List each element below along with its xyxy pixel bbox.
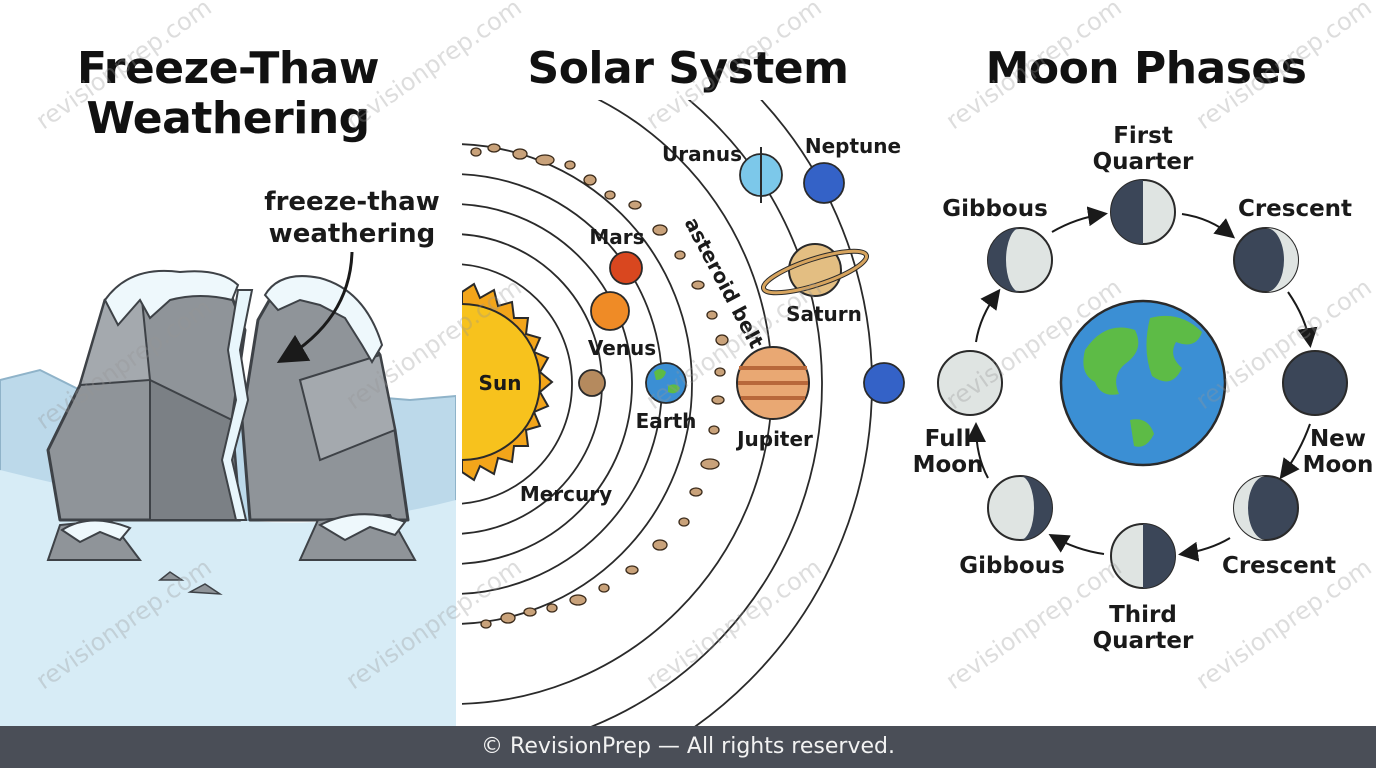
freeze-thaw-callout-line2: weathering [269,219,436,249]
outer-planet [863,362,905,404]
asteroid-belt [470,143,729,629]
snow-cap-left [103,269,240,327]
saturn [760,243,870,297]
first-quarter-label-1: First [1113,123,1173,149]
callout-arrow [276,251,354,364]
first-quarter-label-2: Quarter [1093,149,1194,175]
freeze-thaw-title-line2: Weathering [86,93,370,144]
full-moon-label-2: Moon [913,452,984,478]
sun: Sun [462,282,554,482]
new-moon-label-1: New [1310,426,1366,452]
waning-gibbous-label: Gibbous [959,553,1065,579]
diagram-canvas: freeze-thaw weathering [0,100,1374,726]
third-quarter-label-1: Third [1109,602,1177,628]
moon-third-quarter [1110,523,1176,589]
venus [590,291,630,331]
pebble [187,583,223,595]
new-moon-label-2: Moon [1303,452,1374,478]
third-quarter-label-2: Quarter [1093,628,1194,654]
freeze-thaw-panel: freeze-thaw weathering [0,187,456,726]
jupiter [736,346,810,420]
uranus-label: Uranus [662,142,742,166]
venus-label: Venus [588,336,656,360]
earth [645,362,687,404]
moon-full [937,350,1003,416]
waxing-gibbous-label: Gibbous [942,196,1048,222]
waning-crescent-label: Crescent [1222,553,1336,579]
uranus [739,147,783,203]
mercury-label: Mercury [520,482,612,506]
moon-cycle-arrows [966,206,1318,562]
rock-facet [298,353,397,462]
moon-phases-title: Moon Phases [985,43,1307,94]
moon-waxing-crescent [1233,227,1299,293]
moon-waning-crescent [1233,475,1299,541]
boulder-left-snow [60,519,132,544]
jupiter-label: Jupiter [735,427,813,451]
earth-land [654,369,680,394]
moon-new [1282,350,1348,416]
mars-label: Mars [589,225,644,249]
moon-waning-gibbous [987,475,1053,541]
saturn-label: Saturn [786,302,862,326]
freeze-thaw-title-line1: Freeze-Thaw [76,43,380,94]
neptune [803,162,845,204]
earth-label: Earth [636,409,697,433]
freeze-thaw-callout-line1: freeze-thaw [264,187,439,217]
mercury [578,369,606,397]
waxing-crescent-label: Crescent [1238,196,1352,222]
freeze-thaw-title: Freeze-Thaw Weathering [40,44,416,144]
moon-waxing-gibbous [987,227,1053,293]
mars [609,251,643,285]
moon-phases-panel: First Quarter Crescent New Moon Crescent… [913,123,1374,654]
earth-center [1059,299,1227,467]
copyright-footer: © RevisionPrep — All rights reserved. [0,726,1376,768]
sun-label: Sun [479,371,522,395]
boulder-right-snow [317,513,407,542]
ice-crack [220,289,254,521]
neptune-label: Neptune [805,134,901,158]
pebble [157,571,185,581]
full-moon-label-1: Full [925,426,972,452]
moon-first-quarter [1110,179,1176,245]
solar-system-title: Solar System [527,43,850,94]
